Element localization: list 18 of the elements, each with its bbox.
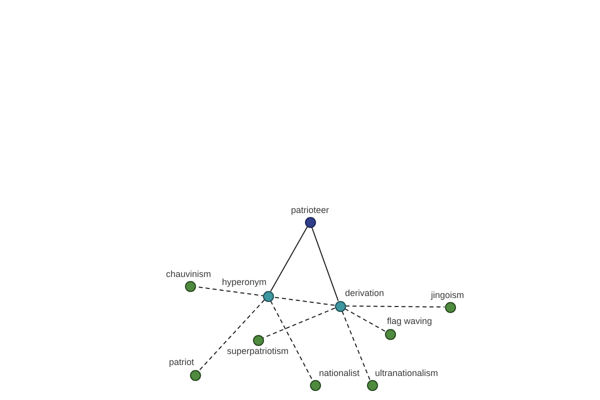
node-label: derivation — [345, 288, 384, 299]
dashed-connector-line — [344, 308, 386, 332]
node-label: flag waving — [387, 316, 432, 327]
node-label: nationalist — [319, 368, 360, 379]
node-label: jingoism — [431, 290, 464, 301]
node-label: patrioteer — [291, 205, 330, 216]
node-label: hyperonym — [222, 277, 267, 288]
dashed-connector-line — [345, 306, 445, 308]
dashed-connector-line — [262, 308, 336, 338]
node-label: patriot — [169, 357, 194, 368]
dashed-connector-line — [270, 300, 313, 381]
node-label: ultranationalism — [375, 368, 438, 379]
connector-line — [270, 226, 308, 292]
connector-line — [311, 226, 339, 302]
node-label: superpatriotism — [227, 346, 289, 357]
dashed-connector-line — [342, 310, 370, 380]
dashed-connector-line — [198, 300, 265, 372]
node-label: chauvinism — [166, 269, 212, 280]
